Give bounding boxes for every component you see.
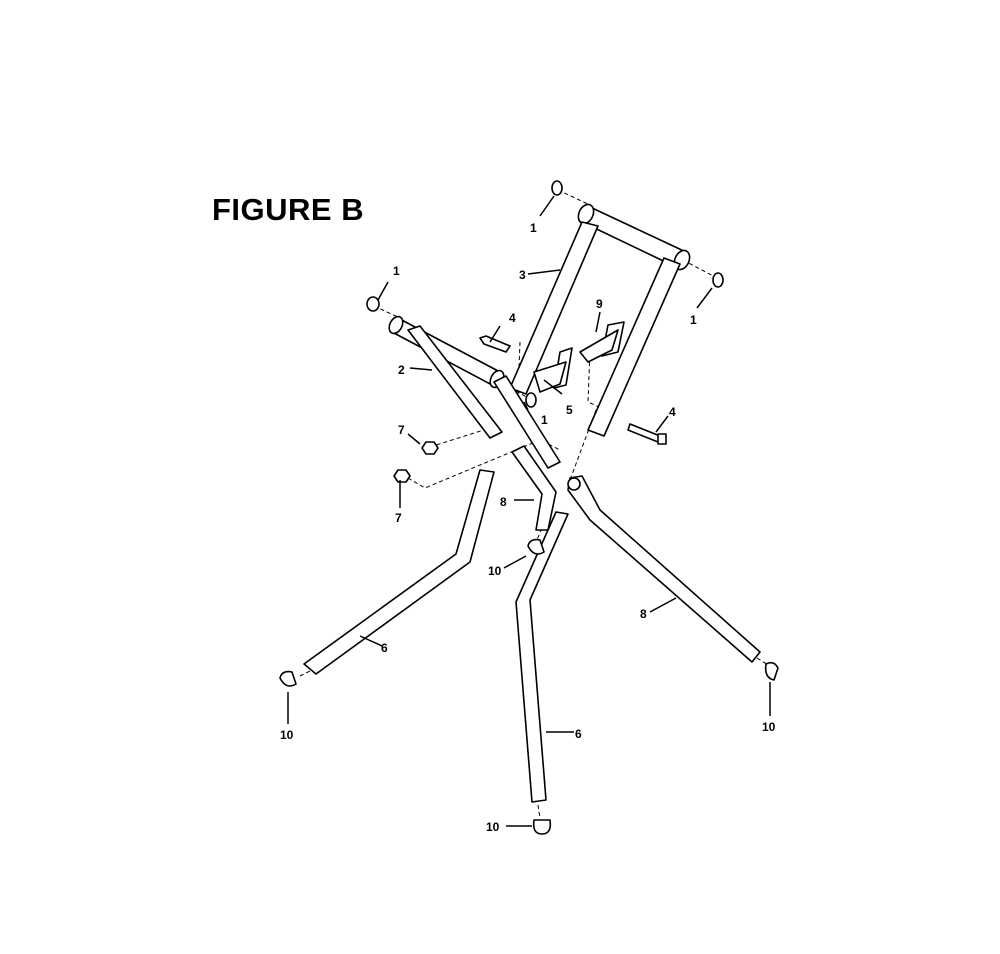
callout-6-centre: 6 — [575, 727, 582, 741]
callout-7-upper: 7 — [398, 423, 405, 437]
bracket-part-5 — [533, 347, 573, 393]
callout-10-right: 10 — [762, 720, 776, 734]
bolts-part-4 — [479, 335, 667, 445]
callout-4-left: 4 — [509, 311, 516, 325]
callout-leaders — [287, 195, 771, 827]
callout-10-middle: 10 — [488, 564, 502, 578]
nuts-part-7 — [393, 441, 439, 483]
callout-1-top: 1 — [530, 221, 537, 235]
callout-7-lower: 7 — [395, 511, 402, 525]
callout-labels: 1 1 1 1 2 3 4 4 5 6 6 7 7 8 8 9 10 10 10… — [280, 221, 776, 834]
leg-part-6-left — [303, 469, 495, 675]
cross-frame-part-2 — [388, 315, 561, 469]
callout-1-right: 1 — [690, 313, 697, 327]
callout-6-left: 6 — [381, 641, 388, 655]
callout-9: 9 — [596, 297, 603, 311]
callout-1-middle: 1 — [541, 413, 548, 427]
callout-4-right: 4 — [669, 405, 676, 419]
leg-part-6-centre — [515, 511, 569, 803]
callout-5: 5 — [566, 403, 573, 417]
bracket-part-9 — [579, 321, 625, 363]
callout-10-left: 10 — [280, 728, 294, 742]
callout-1-left: 1 — [393, 264, 400, 278]
feet-part-10 — [279, 538, 779, 835]
callout-10-bottom: 10 — [486, 820, 500, 834]
callout-2: 2 — [398, 363, 405, 377]
end-caps-part-1 — [366, 180, 724, 408]
callout-8-upper: 8 — [500, 495, 507, 509]
callout-3: 3 — [519, 268, 526, 282]
figure-title: FIGURE B — [212, 192, 365, 227]
long-leg-part-8-right — [567, 475, 761, 663]
upper-frame-part-3 — [509, 203, 691, 437]
callout-8-right: 8 — [640, 607, 647, 621]
